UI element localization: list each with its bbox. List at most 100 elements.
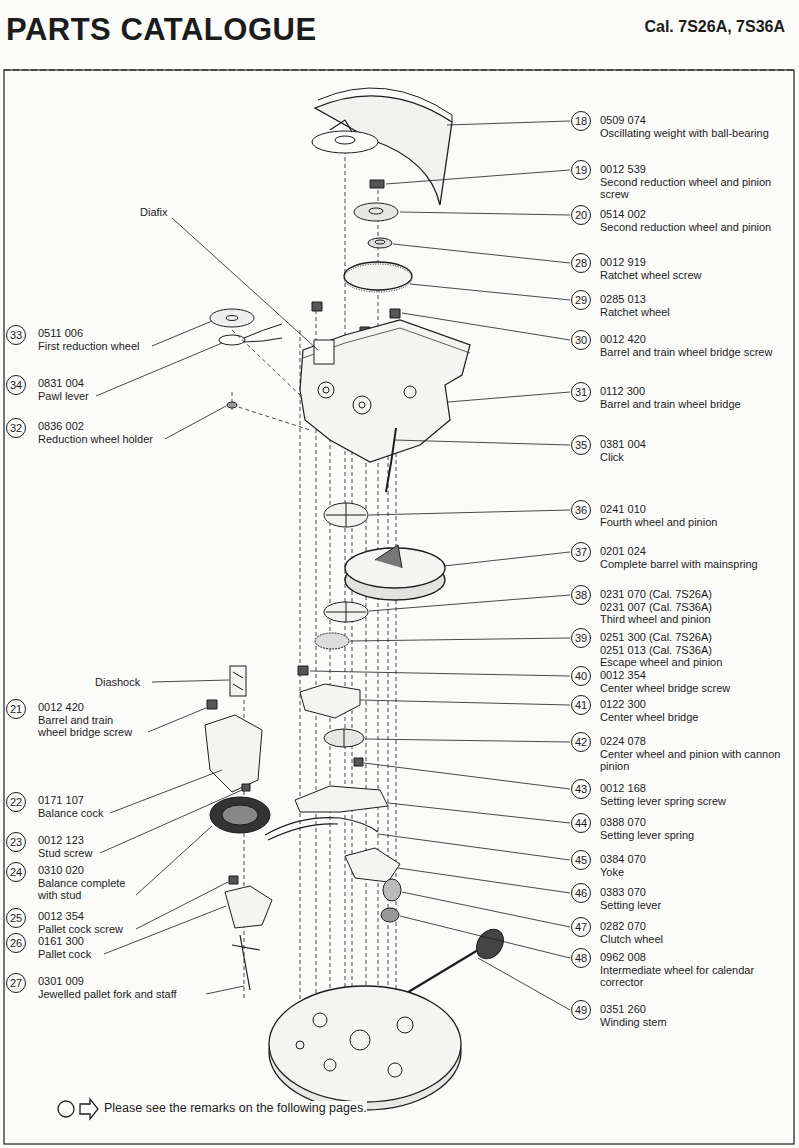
part-code: 0224 078 [600, 735, 785, 748]
callout-circle: 45 [571, 850, 591, 870]
part-code: 0012 354 [600, 669, 785, 682]
part-name: Center wheel bridge [600, 711, 785, 724]
callout-number: 35 [575, 439, 587, 451]
callout-circle: 42 [571, 732, 591, 752]
part-name: Setting lever spring screw [600, 795, 785, 808]
part-code: 0122 300 [600, 698, 785, 711]
callout-number: 45 [575, 854, 587, 866]
part-name: Third wheel and pinion [600, 613, 785, 626]
part-text: 0383 070Setting lever [600, 886, 785, 911]
pointer-label: Diafix [140, 206, 168, 218]
callout-number: 48 [575, 952, 587, 964]
part-name: Center wheel and pinion with cannon pini… [600, 748, 785, 773]
callout-circle: 18 [571, 111, 591, 131]
part-code: 0012 354 [38, 910, 138, 923]
part-name: Complete barrel with mainspring [600, 558, 785, 571]
part-text: 0161 300Pallet cock [38, 935, 138, 960]
part-text: 0012 123Stud screw [38, 834, 138, 859]
callout-number: 43 [575, 783, 587, 795]
part-code: 0012 123 [38, 834, 138, 847]
part-code: 0241 010 [600, 503, 785, 516]
part-code: 0201 024 [600, 545, 785, 558]
callout-number: 19 [575, 164, 587, 176]
callout-number: 25 [10, 912, 22, 924]
callout-circle: 22 [6, 792, 26, 812]
part-text: 0509 074Oscillating weight with ball-bea… [600, 114, 785, 139]
callout-number: 32 [10, 422, 22, 434]
callout-number: 44 [575, 817, 587, 829]
part-text: 0012 539Second reduction wheel and pinio… [600, 163, 785, 201]
part-name: Barrel and train wheel bridge [600, 398, 785, 411]
part-name: Second reduction wheel and pinion [600, 221, 785, 234]
part-name: Barrel and train wheel bridge screw [38, 714, 143, 739]
callout-circle: 30 [571, 330, 591, 350]
page-title: PARTS CATALOGUE [6, 12, 317, 48]
part-text: 0384 070Yoke [600, 853, 785, 878]
callout-number: 20 [575, 209, 587, 221]
callout-number: 46 [575, 887, 587, 899]
part-code: 0012 420 [38, 701, 143, 714]
pointer-label: Diashock [95, 676, 140, 688]
callout-circle: 26 [6, 933, 26, 953]
callout-circle: 40 [571, 666, 591, 686]
part-code: 0012 420 [600, 333, 785, 346]
callout-circle: 27 [6, 973, 26, 993]
callout-circle: 31 [571, 382, 591, 402]
part-text: 0514 002Second reduction wheel and pinio… [600, 208, 785, 233]
callout-number: 28 [575, 257, 587, 269]
callout-number: 22 [10, 796, 22, 808]
part-name: Fourth wheel and pinion [600, 516, 785, 529]
callout-number: 21 [10, 703, 22, 715]
part-code: 0112 300 [600, 385, 785, 398]
part-code: 0383 070 [600, 886, 785, 899]
callout-circle: 34 [6, 375, 26, 395]
callout-circle: 37 [571, 542, 591, 562]
part-text: 0122 300Center wheel bridge [600, 698, 785, 723]
callout-circle: 41 [571, 695, 591, 715]
part-name: Clutch wheel [600, 933, 785, 946]
part-code: 0509 074 [600, 114, 785, 127]
part-text: 0301 009Jewelled pallet fork and staff [38, 975, 203, 1000]
part-code: 0012 919 [600, 256, 785, 269]
callout-number: 31 [575, 386, 587, 398]
callout-circle: 20 [571, 205, 591, 225]
part-code: 0251 013 (Cal. 7S36A) [600, 644, 785, 657]
callout-number: 27 [10, 977, 22, 989]
callout-number: 23 [10, 836, 22, 848]
part-name: Pawl lever [38, 390, 148, 403]
part-name: Winding stem [600, 1016, 785, 1029]
callout-number: 49 [575, 1004, 587, 1016]
part-text: 0171 107Balance cock [38, 794, 138, 819]
callout-circle: 38 [571, 585, 591, 605]
part-text: 0836 002Reduction wheel holder [38, 420, 173, 445]
part-code: 0285 013 [600, 293, 785, 306]
part-code: 0836 002 [38, 420, 173, 433]
part-code: 0012 168 [600, 782, 785, 795]
callout-number: 24 [10, 866, 22, 878]
part-code: 0514 002 [600, 208, 785, 221]
callout-circle: 19 [571, 160, 591, 180]
callout-number: 26 [10, 937, 22, 949]
part-code: 0351 260 [600, 1003, 785, 1016]
part-text: 0282 070Clutch wheel [600, 920, 785, 945]
part-name: Stud screw [38, 847, 138, 860]
part-name: Reduction wheel holder [38, 433, 173, 446]
part-name: Pallet cock screw [38, 923, 138, 936]
callout-circle: 48 [571, 948, 591, 968]
part-text: 0381 004Click [600, 438, 785, 463]
callout-number: 39 [575, 632, 587, 644]
callout-circle: 24 [6, 862, 26, 882]
callout-number: 38 [575, 589, 587, 601]
part-code: 0231 070 (Cal. 7S26A) [600, 588, 785, 601]
part-text: 0012 354Pallet cock screw [38, 910, 138, 935]
part-text: 0012 919Ratchet wheel screw [600, 256, 785, 281]
callout-circle: 23 [6, 832, 26, 852]
callout-circle: 32 [6, 418, 26, 438]
callout-circle: 21 [6, 699, 26, 719]
part-code: 0384 070 [600, 853, 785, 866]
callout-number: 41 [575, 699, 587, 711]
part-code: 0231 007 (Cal. 7S36A) [600, 601, 785, 614]
part-text: 0511 006First reduction wheel [38, 327, 188, 352]
